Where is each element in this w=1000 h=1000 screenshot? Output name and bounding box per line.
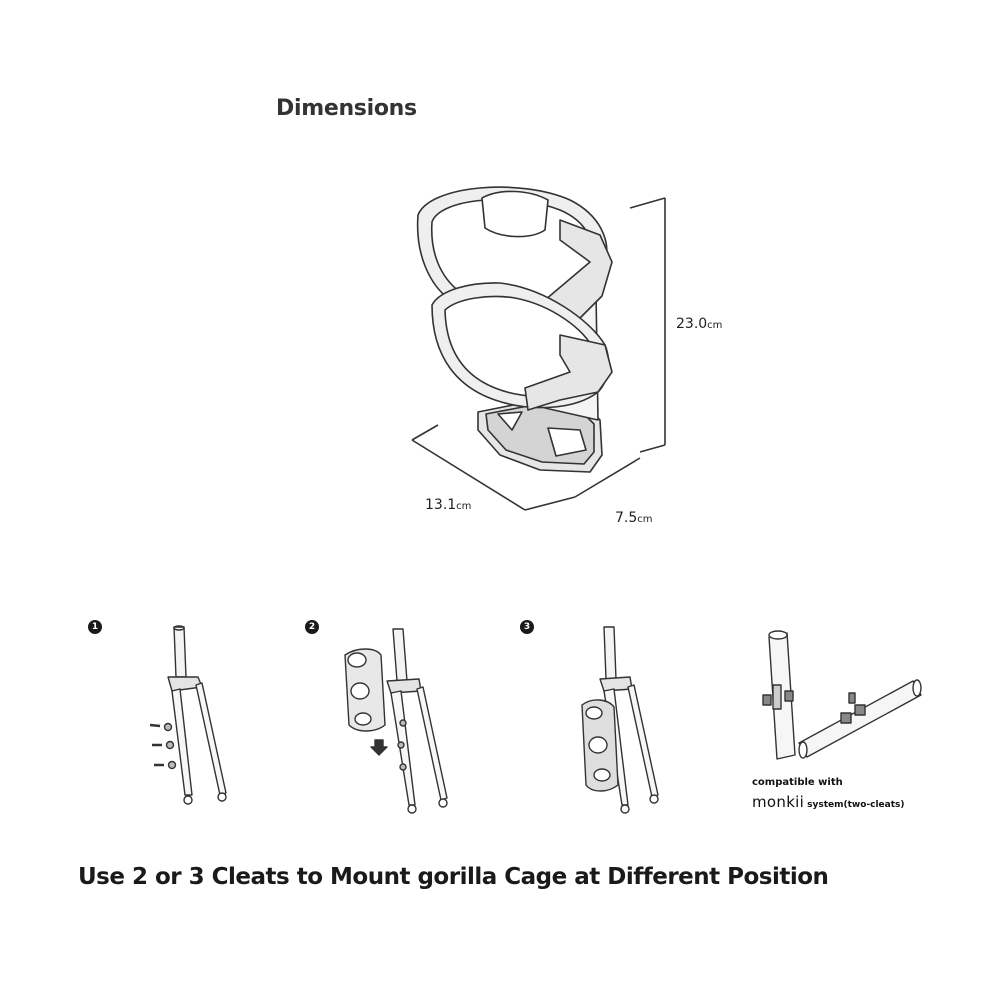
step-3-number: 3 — [520, 620, 534, 634]
monkii-brand-logo: monkii — [752, 793, 805, 811]
monkii-tubes-drawing — [762, 630, 922, 760]
width-unit: cm — [456, 501, 472, 512]
dimensions-heading: Dimensions — [276, 96, 417, 121]
step-1-number: 1 — [88, 620, 102, 634]
compatibility-suffix: system(two-cleats) — [807, 800, 905, 810]
step-2-fork-drawing — [344, 628, 448, 814]
mounting-caption: Use 2 or 3 Cleats to Mount gorilla Cage … — [78, 864, 829, 890]
height-unit: cm — [707, 320, 723, 331]
width-value: 13.1 — [425, 497, 457, 513]
step-2-number: 2 — [305, 620, 319, 634]
depth-value: 7.5 — [615, 510, 638, 526]
step-3-fork-drawing — [581, 626, 659, 814]
depth-unit: cm — [637, 514, 653, 525]
step-1-fork-drawing — [149, 625, 227, 805]
compatibility-line: compatible with — [752, 777, 843, 788]
width-dimension-label: 13.1cm — [425, 497, 471, 513]
depth-dimension-label: 7.5cm — [615, 510, 653, 526]
height-dimension-label: 23.0cm — [676, 316, 722, 332]
height-value: 23.0 — [676, 316, 708, 332]
